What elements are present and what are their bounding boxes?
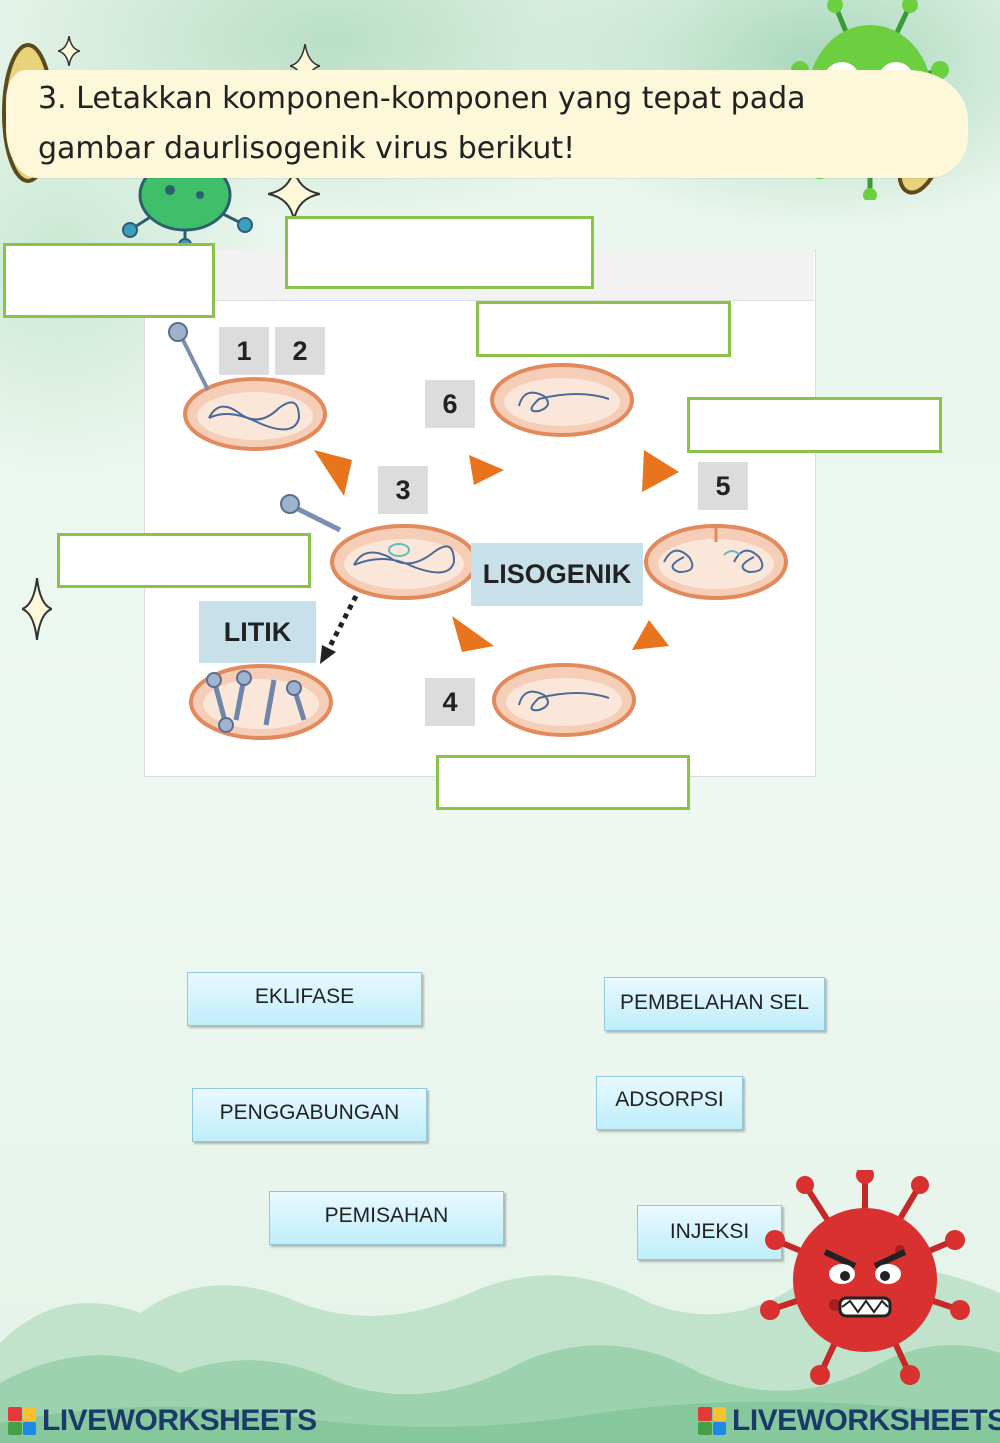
question-banner (6, 70, 968, 178)
bacteria-cell-stage-6 (490, 363, 634, 437)
option-eklifase[interactable]: EKLIFASE (187, 972, 422, 1026)
cycle-arrows (314, 450, 679, 652)
drop-zone-4[interactable] (436, 755, 690, 810)
drop-zone-3[interactable] (57, 533, 311, 588)
cycle-illustration (168, 322, 788, 740)
sparkle-icon (268, 168, 320, 220)
litik-label: LITIK (199, 601, 316, 663)
lisogenik-label: LISOGENIK (471, 543, 643, 606)
option-adsorpsi[interactable]: ADSORPSI (596, 1076, 743, 1130)
question-text: 3. Letakkan komponen-komponen yang tepat… (38, 74, 918, 174)
drop-zone-2[interactable] (285, 216, 594, 289)
option-pembelahan-sel[interactable]: PEMBELAHAN SEL (604, 977, 825, 1031)
red-virus-icon (760, 1170, 970, 1385)
stage-number-4: 4 (425, 678, 475, 726)
stage-number-2: 2 (275, 327, 325, 375)
option-injeksi[interactable]: INJEKSI (637, 1205, 782, 1260)
bacteria-cell-stage-1 (168, 322, 327, 451)
stage-number-6: 6 (425, 380, 475, 428)
drop-zone-1[interactable] (3, 243, 215, 318)
liveworksheets-logo-icon (8, 1407, 36, 1435)
option-penggabungan[interactable]: PENGGABUNGAN (192, 1088, 427, 1142)
sparkle-icon (22, 578, 52, 640)
logo-text: LIVEWORKSHEETS (42, 1404, 317, 1437)
liveworksheets-logo-left: LIVEWORKSHEETS (8, 1403, 317, 1439)
stage-number-5: 5 (698, 462, 748, 510)
bacteria-cell-stage-5 (644, 524, 788, 600)
question-line-2: gambar daurlisogenik virus berikut! (38, 131, 576, 166)
mountain-decoration (0, 1265, 1000, 1443)
bacteria-cell-stage-4 (492, 663, 636, 737)
liveworksheets-logo-icon (698, 1407, 726, 1435)
question-line-1: 3. Letakkan komponen-komponen yang tepat… (38, 81, 806, 116)
stage-number-3: 3 (378, 466, 428, 514)
stage-number-1: 1 (219, 327, 269, 375)
liveworksheets-logo-right: LIVEWORKSHEETS (698, 1403, 1000, 1439)
logo-text: LIVEWORKSHEETS (732, 1404, 1000, 1437)
bacteria-cell-lytic (189, 664, 333, 740)
sparkle-icon (58, 36, 80, 66)
drop-zone-5[interactable] (687, 397, 942, 453)
drop-zone-6[interactable] (476, 301, 731, 357)
sparkle-icon (290, 44, 320, 88)
option-pemisahan[interactable]: PEMISAHAN (269, 1191, 504, 1245)
